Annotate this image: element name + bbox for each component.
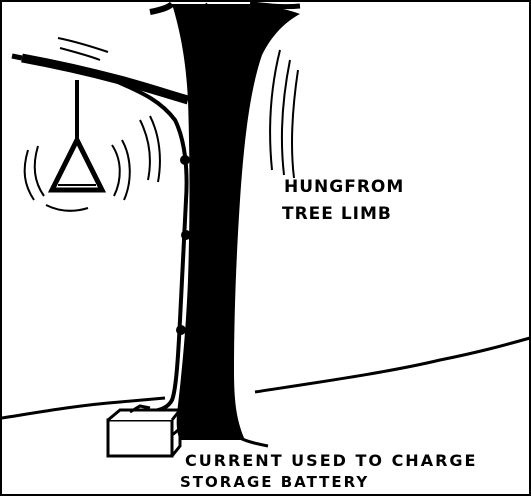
- insulator-knob: [181, 230, 191, 240]
- tree-icon: [12, 4, 300, 446]
- battery-icon: [108, 406, 180, 456]
- wire-cable: [118, 82, 187, 412]
- tree-label-line2: TREE LIMB: [282, 204, 392, 224]
- ground-line-right: [255, 338, 530, 392]
- caption-line1: CURRENT USED TO CHARGE: [185, 451, 477, 470]
- tree-label-line1: HUNGFROM: [284, 177, 404, 197]
- insulator-knob: [180, 155, 190, 165]
- caption-line2: STORAGE BATTERY: [180, 473, 369, 491]
- triangle-pendulum-icon: [52, 80, 102, 190]
- insulator-knob: [176, 325, 186, 335]
